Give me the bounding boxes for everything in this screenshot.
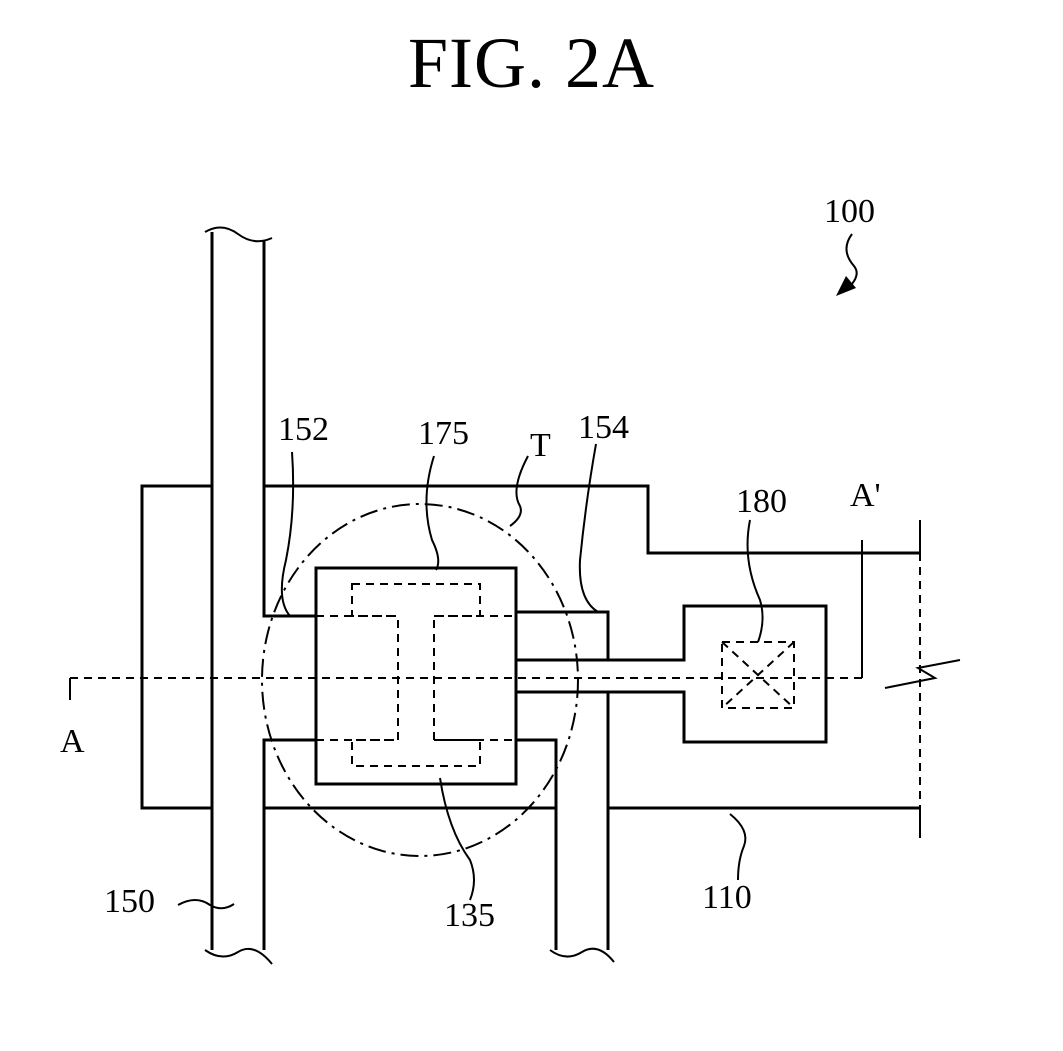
label-gate-line: 110: [702, 879, 752, 916]
section-line: [70, 540, 862, 700]
transistor-region: [262, 504, 578, 856]
label-semiconductor: 135: [444, 897, 495, 934]
label-section-start: A: [60, 723, 85, 760]
label-contact-hole: 180: [736, 483, 787, 520]
channel-layer: [316, 568, 516, 784]
label-device: 100: [824, 193, 875, 230]
label-section-end: A': [850, 477, 881, 514]
contact-hole: [722, 642, 794, 708]
data-line: [205, 227, 316, 964]
label-source: 152: [278, 411, 329, 448]
label-data-line: 150: [104, 883, 155, 920]
label-drain: 154: [578, 409, 629, 446]
arrow-head-icon: [836, 276, 856, 296]
semiconductor-layer: [316, 584, 516, 766]
label-channel-layer: 175: [418, 415, 469, 452]
drain-line: [516, 606, 826, 962]
label-transistor: T: [530, 427, 551, 464]
